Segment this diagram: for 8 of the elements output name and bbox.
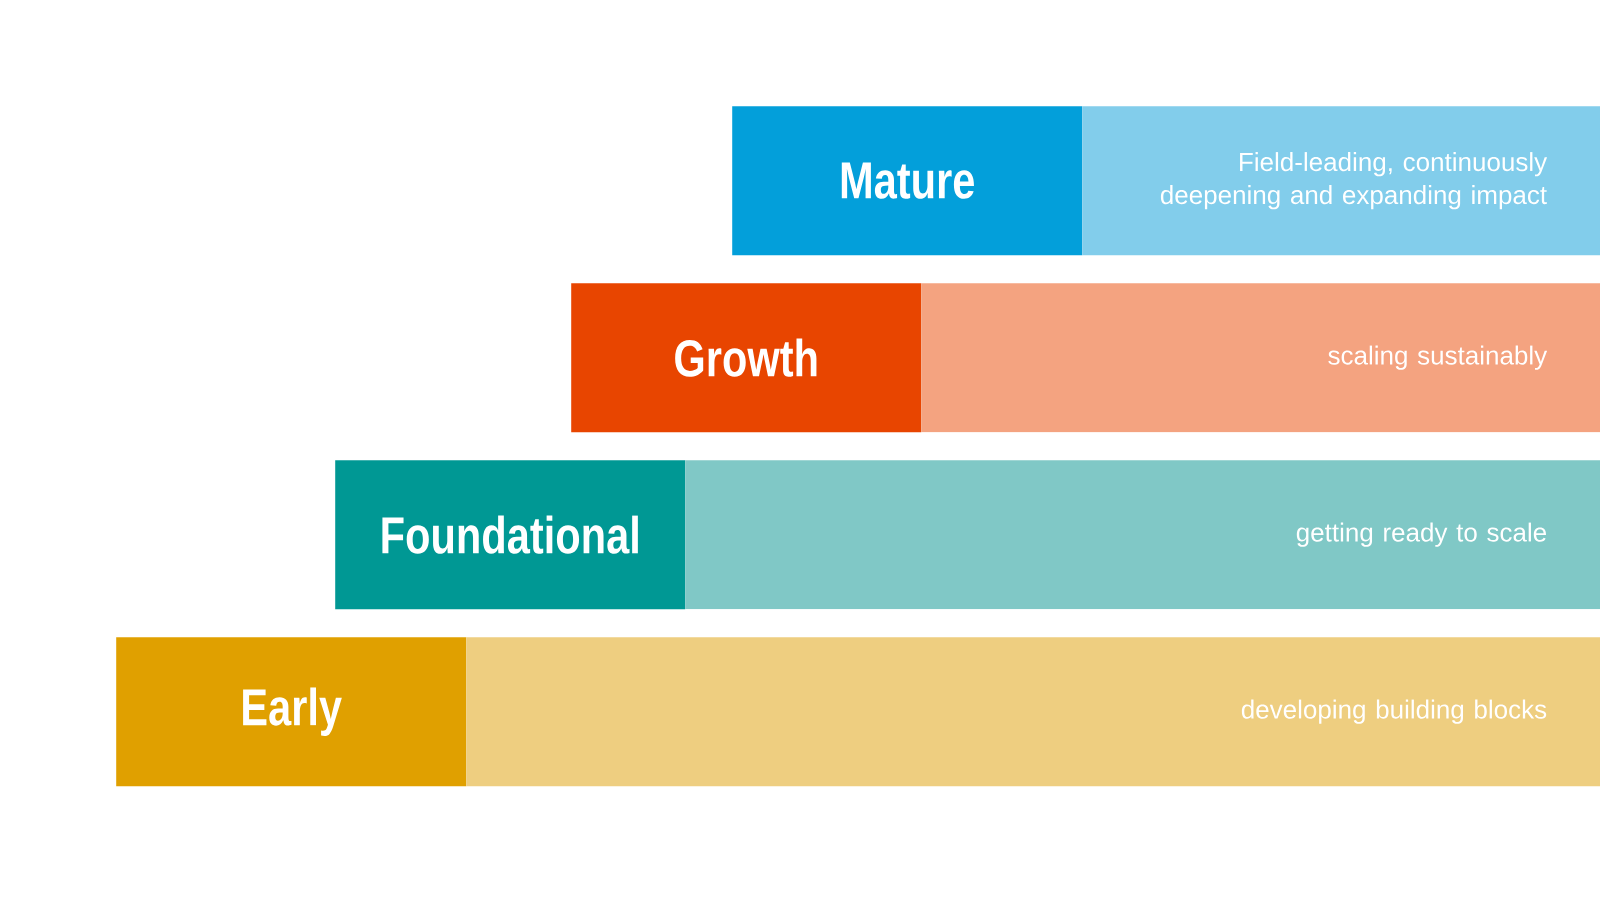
description-band: developing building blocks — [466, 637, 1600, 787]
stage-box: Early — [116, 637, 467, 787]
stage-box: Mature — [732, 106, 1083, 256]
stage-box: Growth — [571, 283, 922, 433]
description-band: getting ready to scale — [685, 460, 1600, 610]
stage-box: Foundational — [335, 460, 686, 610]
description-band: scaling sustainably — [921, 283, 1600, 433]
description-band: Field-leading, continuously deepening and expanding impact — [1082, 106, 1600, 256]
